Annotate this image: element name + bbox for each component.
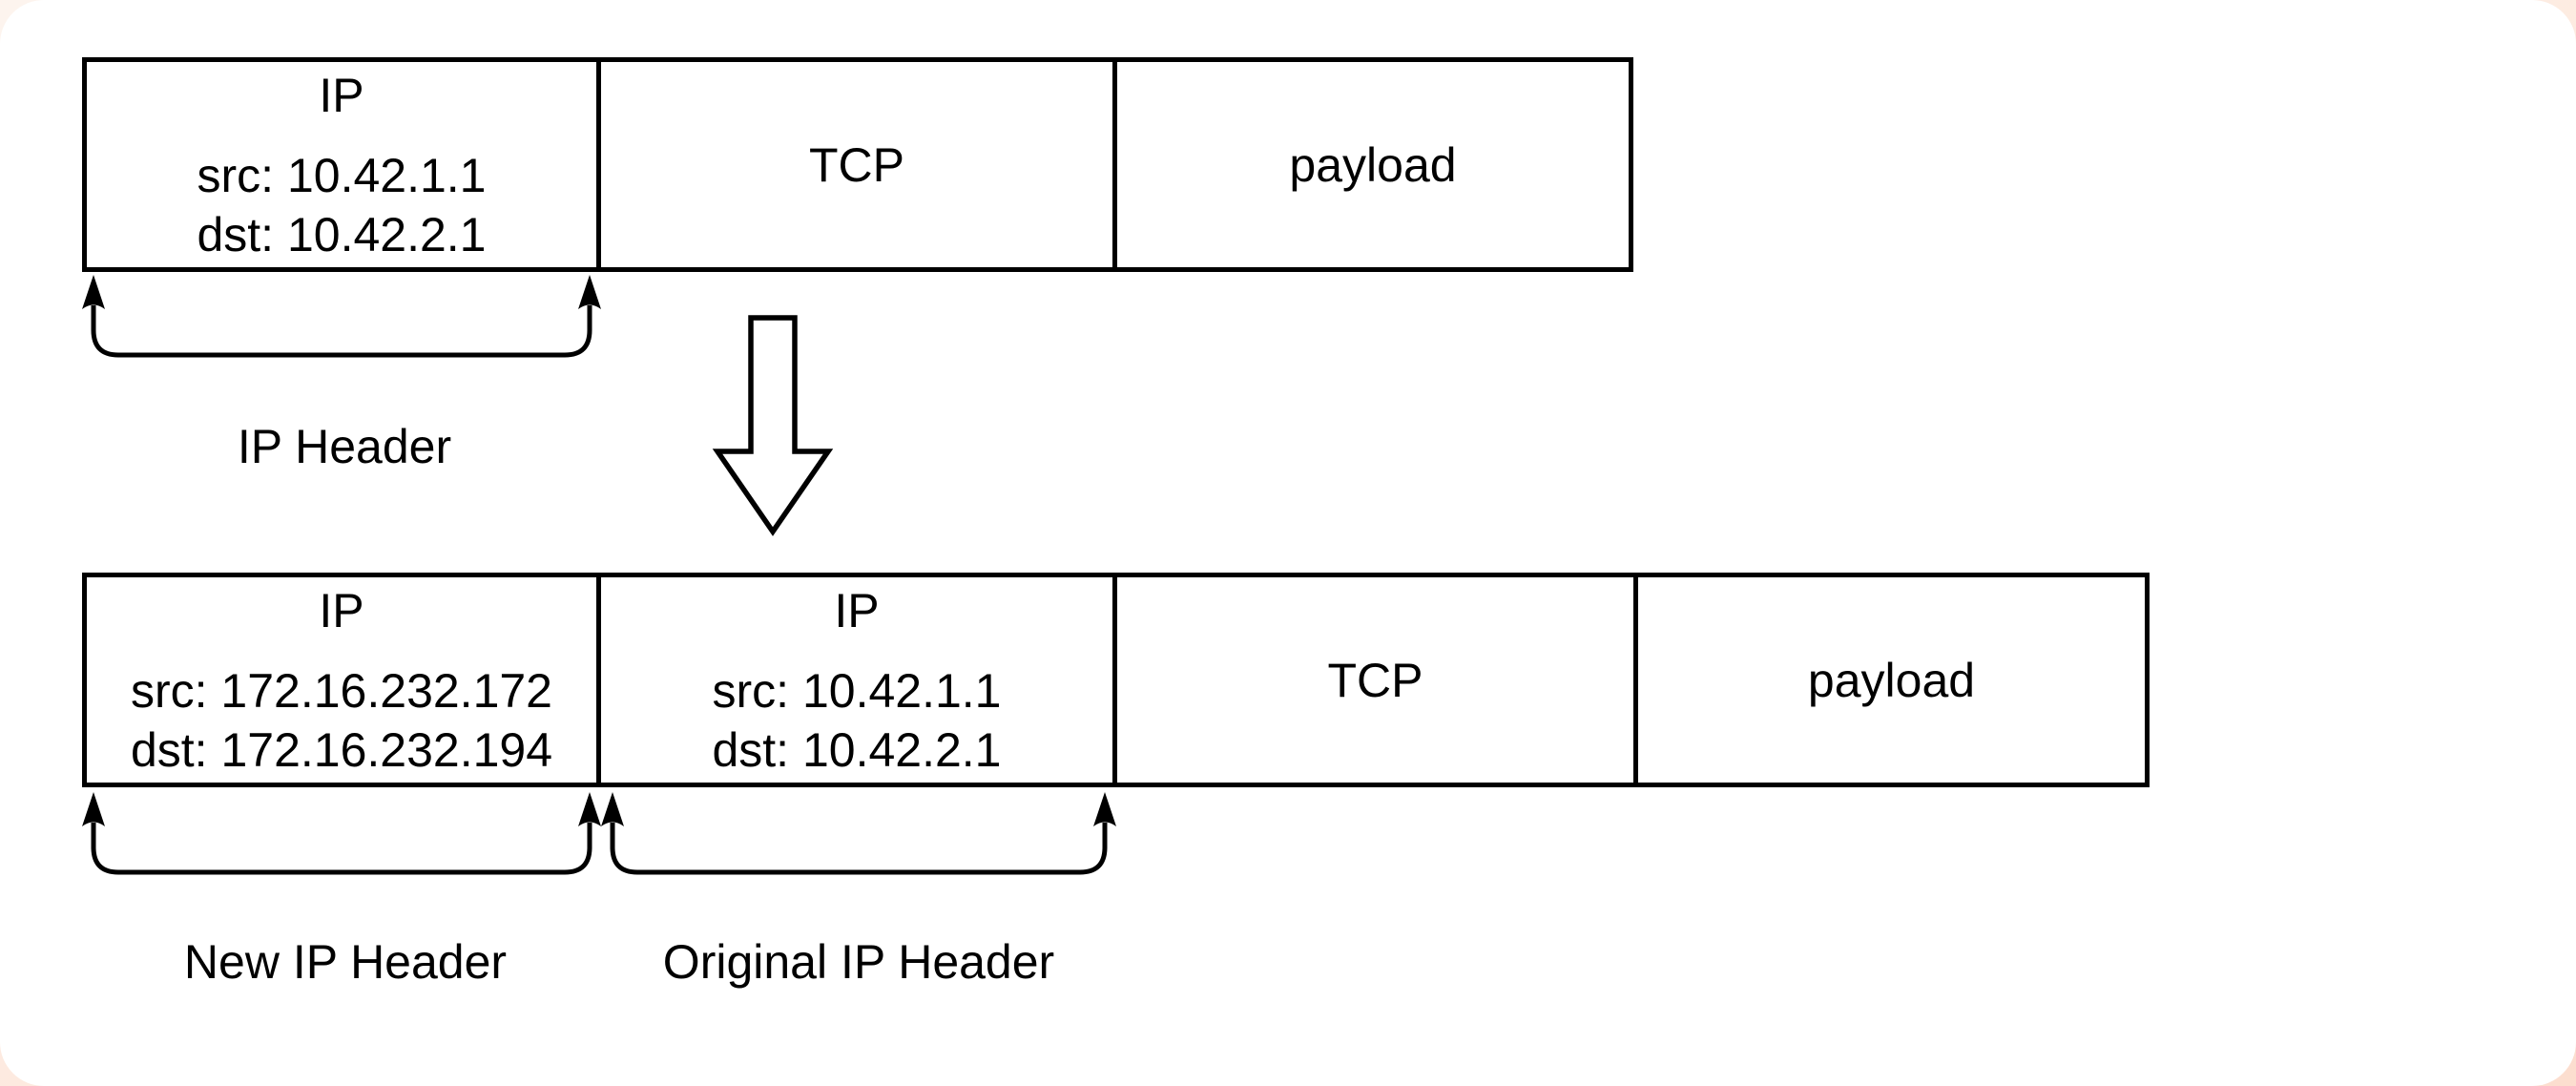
top-ip-title: IP bbox=[319, 68, 364, 122]
bottom-new-ip-dst: dst: 172.16.232.194 bbox=[130, 722, 553, 777]
top-payload-label: payload bbox=[1289, 137, 1457, 192]
bottom-payload-label: payload bbox=[1807, 653, 1976, 707]
bottom-original-ip-header-box: IP src: 10.42.1.1 dst: 10.42.2.1 bbox=[596, 573, 1117, 787]
bottom-new-ip-title: IP bbox=[319, 583, 364, 637]
original-ip-header-brace bbox=[601, 792, 1116, 875]
down-arrow-icon bbox=[712, 315, 834, 536]
bottom-new-ip-src: src: 172.16.232.172 bbox=[131, 663, 552, 718]
top-payload-box: payload bbox=[1112, 57, 1633, 272]
bottom-tcp-box: TCP bbox=[1112, 573, 1638, 787]
bottom-original-ip-dst: dst: 10.42.2.1 bbox=[712, 722, 1002, 777]
new-ip-header-label: New IP Header bbox=[183, 935, 508, 989]
top-ip-dst: dst: 10.42.2.1 bbox=[197, 207, 487, 261]
bottom-original-ip-src: src: 10.42.1.1 bbox=[712, 663, 1002, 718]
bottom-new-ip-header-box: IP src: 172.16.232.172 dst: 172.16.232.1… bbox=[82, 573, 601, 787]
top-packet-row: IP src: 10.42.1.1 dst: 10.42.2.1 TCP pay… bbox=[82, 57, 1633, 272]
top-tcp-label: TCP bbox=[809, 137, 904, 192]
new-ip-header-brace bbox=[82, 792, 601, 875]
ip-header-brace bbox=[82, 275, 601, 358]
bottom-packet-row: IP src: 172.16.232.172 dst: 172.16.232.1… bbox=[82, 573, 2150, 787]
bottom-payload-box: payload bbox=[1633, 573, 2150, 787]
top-ip-header-box: IP src: 10.42.1.1 dst: 10.42.2.1 bbox=[82, 57, 601, 272]
original-ip-header-label: Original IP Header bbox=[662, 935, 1055, 989]
top-ip-src: src: 10.42.1.1 bbox=[197, 148, 487, 202]
bottom-original-ip-title: IP bbox=[834, 583, 880, 637]
bottom-tcp-label: TCP bbox=[1327, 653, 1423, 707]
top-tcp-box: TCP bbox=[596, 57, 1117, 272]
ip-header-label: IP Header bbox=[237, 420, 452, 473]
